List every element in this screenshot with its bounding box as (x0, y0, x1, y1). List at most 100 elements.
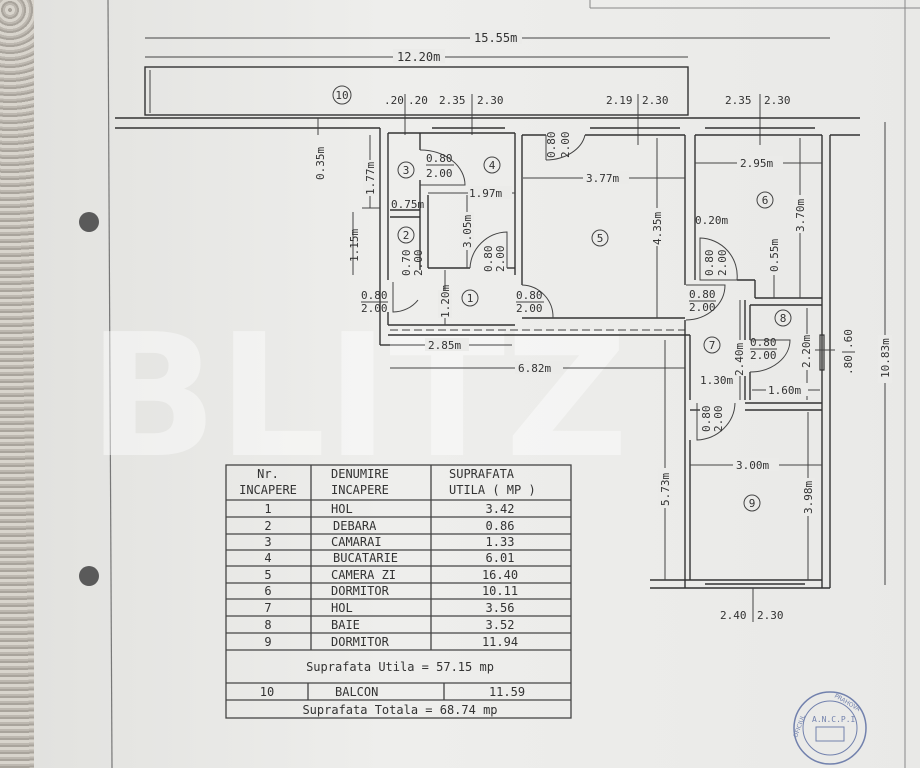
door-kitchen: 0.80 2.00 (469, 231, 508, 273)
svg-text:12.20m: 12.20m (397, 50, 440, 64)
svg-text:11.94: 11.94 (482, 635, 518, 649)
door-kitchen-pantry: 0.80 2.00 (419, 149, 466, 186)
svg-text:Nr.: Nr. (257, 467, 279, 481)
door-living-hall: 0.802.00 (516, 284, 554, 319)
svg-text:1: 1 (467, 292, 474, 305)
svg-text:2.00: 2.00 (426, 167, 453, 180)
svg-text:3: 3 (403, 164, 410, 177)
svg-text:2.85m: 2.85m (428, 339, 461, 352)
svg-text:9: 9 (749, 497, 756, 510)
svg-text:.20: .20 (384, 94, 404, 107)
interior-dimensions: 0.35m 1.77m 1.15m 0.75m 1.97m 3.05m 1.20… (314, 118, 892, 622)
svg-text:SUPRAFATA: SUPRAFATA (449, 467, 515, 481)
svg-text:3.42: 3.42 (486, 502, 515, 516)
door-living-top: 0.80 2.00 (545, 132, 586, 161)
svg-text:2: 2 (264, 519, 271, 533)
svg-text:0.80: 0.80 (545, 132, 558, 159)
svg-text:8: 8 (780, 312, 787, 325)
svg-text:CAMARAI: CAMARAI (331, 535, 382, 549)
svg-text:1.60m: 1.60m (768, 384, 801, 397)
ancpi-stamp: A.N.C.P.I OFICIUL PRAHOVA (792, 691, 867, 765)
svg-text:0.80: 0.80 (516, 289, 543, 302)
door-bedroom-9: 0.80 2.00 (696, 402, 736, 441)
svg-text:2.30: 2.30 (477, 94, 504, 107)
svg-text:2.95m: 2.95m (740, 157, 773, 170)
svg-text:HOL: HOL (331, 502, 353, 516)
svg-text:6: 6 (762, 194, 769, 207)
svg-text:3.00m: 3.00m (736, 459, 769, 472)
door-storage: 0.70 2.00 (400, 250, 425, 277)
svg-text:1.15m: 1.15m (348, 229, 361, 262)
punch-hole (79, 566, 99, 586)
svg-text:2.35: 2.35 (725, 94, 752, 107)
svg-text:3.70m: 3.70m (794, 199, 807, 232)
svg-text:3.98m: 3.98m (802, 481, 815, 514)
svg-text:CAMERA ZI: CAMERA ZI (331, 568, 396, 582)
svg-text:DORMITOR: DORMITOR (331, 584, 390, 598)
svg-text:8: 8 (264, 618, 271, 632)
svg-text:0.35m: 0.35m (314, 147, 327, 180)
svg-text:0.80: 0.80 (482, 246, 495, 273)
svg-text:2.00: 2.00 (412, 250, 425, 277)
svg-text:0.80: 0.80 (703, 250, 716, 277)
total-area: Suprafata Totala = 68.74 mp (302, 703, 497, 717)
svg-text:0.55m: 0.55m (768, 239, 781, 272)
svg-text:1.33: 1.33 (486, 535, 515, 549)
door-bathroom: 0.802.00 (749, 336, 791, 373)
svg-text:0.80: 0.80 (689, 288, 716, 301)
svg-text:2.00: 2.00 (516, 302, 543, 315)
svg-text:2.40: 2.40 (720, 609, 747, 622)
room-marker-10: 10 (332, 85, 352, 105)
room-marker-7: 7 (703, 336, 721, 354)
svg-text:15.55m: 15.55m (474, 31, 517, 45)
useful-area-total: Suprafata Utila = 57.15 mp (306, 660, 494, 674)
svg-text:2.30: 2.30 (642, 94, 669, 107)
room-marker-3: 3 (397, 161, 415, 179)
svg-text:4.35m: 4.35m (651, 212, 664, 245)
svg-text:1.77m: 1.77m (364, 162, 377, 195)
svg-text:16.40: 16.40 (482, 568, 518, 582)
room-marker-8: 8 (774, 309, 792, 327)
svg-text:UTILA ( MP ): UTILA ( MP ) (449, 483, 536, 497)
svg-text:2.00: 2.00 (716, 250, 729, 277)
room-marker-5: 5 (591, 229, 609, 247)
svg-text:2.00: 2.00 (689, 301, 716, 314)
svg-text:10: 10 (335, 89, 348, 102)
svg-text:10.83m: 10.83m (879, 338, 892, 378)
svg-text:0.20m: 0.20m (695, 214, 728, 227)
svg-text:2.00: 2.00 (750, 349, 777, 362)
svg-text:7: 7 (264, 601, 271, 615)
svg-text:BALCON: BALCON (335, 685, 378, 699)
svg-text:3: 3 (264, 535, 271, 549)
svg-text:0.86: 0.86 (486, 519, 515, 533)
svg-text:10.11: 10.11 (482, 584, 518, 598)
table-row: 3 CAMARAI 1.33 (264, 535, 514, 549)
svg-text:2.00: 2.00 (559, 132, 572, 159)
walls (115, 117, 860, 589)
svg-text:INCAPERE: INCAPERE (239, 483, 297, 497)
svg-text:7: 7 (709, 339, 716, 352)
svg-text:2: 2 (403, 229, 410, 242)
svg-text:3.52: 3.52 (486, 618, 515, 632)
punch-hole (79, 212, 99, 232)
svg-text:INCAPERE: INCAPERE (331, 483, 389, 497)
svg-text:BUCATARIE: BUCATARIE (333, 551, 398, 565)
svg-text:10: 10 (260, 685, 274, 699)
area-table: Nr. INCAPERE DENUMIRE INCAPERE SUPRAFATA… (225, 464, 572, 719)
svg-text:0.80: 0.80 (426, 152, 453, 165)
svg-text:2.00: 2.00 (494, 246, 507, 273)
room-marker-6: 6 (756, 191, 774, 209)
room-marker-4: 4 (483, 156, 501, 174)
svg-text:3.05m: 3.05m (461, 215, 474, 248)
svg-text:2.35: 2.35 (439, 94, 466, 107)
svg-text:4: 4 (489, 159, 496, 172)
svg-text:2.00: 2.00 (361, 302, 388, 315)
